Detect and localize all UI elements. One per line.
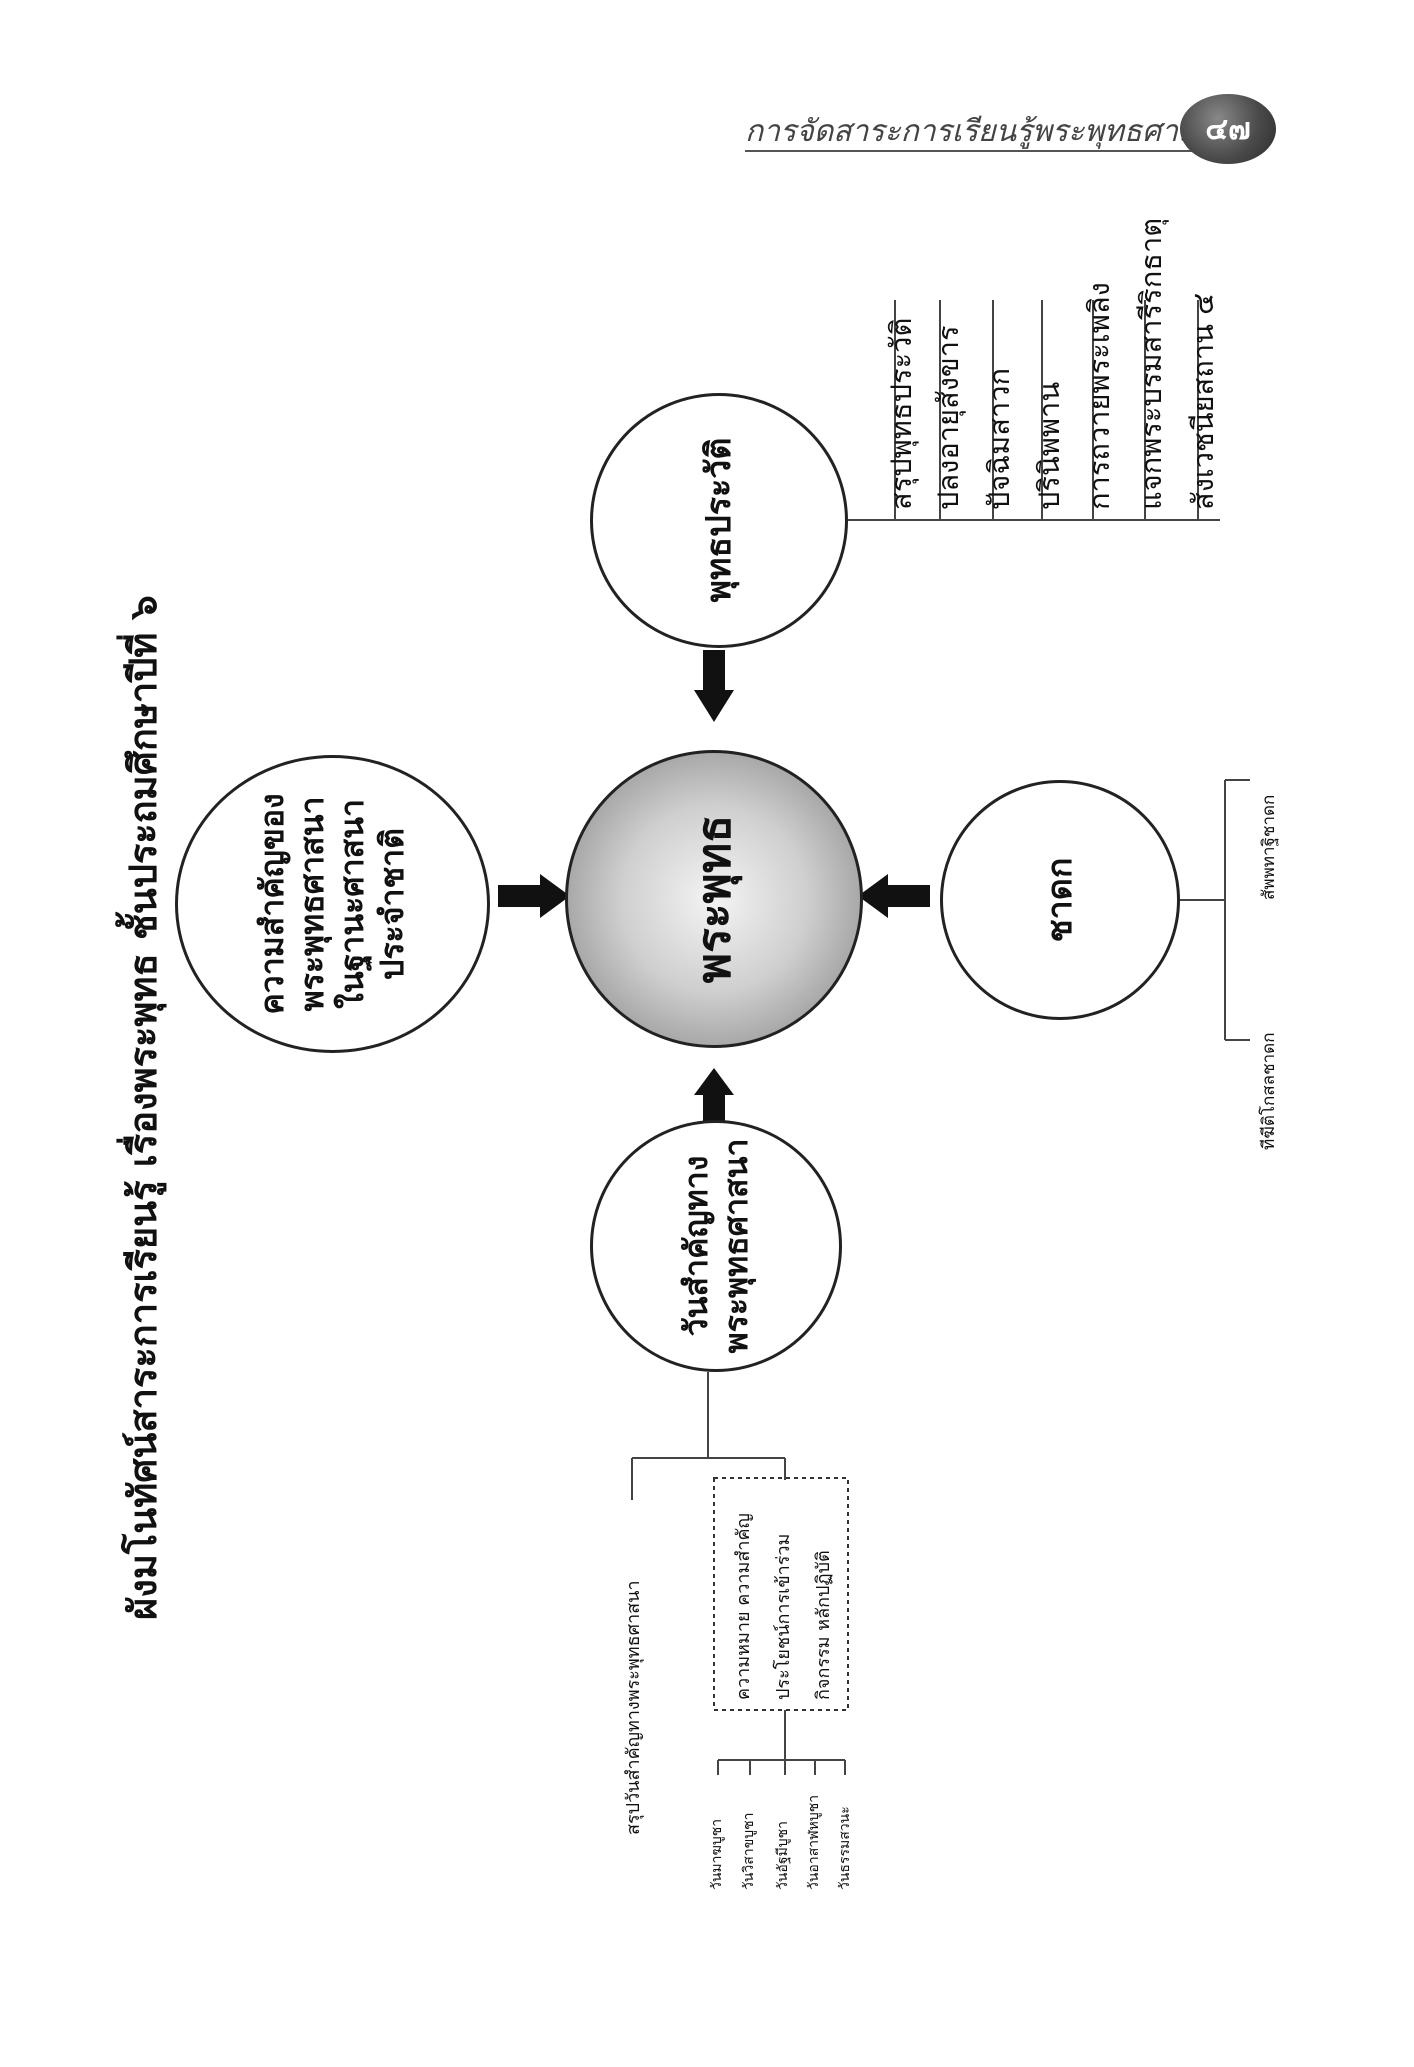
holy-days-node [590, 1120, 842, 1372]
jataka-node [940, 780, 1180, 1020]
holy-days-summary: สรุปวันสำคัญทางพระพุทธศาสนา [623, 1580, 644, 1835]
page-number-badge: ๔๗ [1180, 94, 1276, 164]
header-rule [745, 150, 1195, 152]
importance-node [175, 755, 490, 1053]
header-title: การจัดสาระการเรียนรู้พระพุทธศาสนา [745, 114, 1234, 149]
center-node [565, 750, 863, 1048]
biography-node [590, 393, 848, 648]
